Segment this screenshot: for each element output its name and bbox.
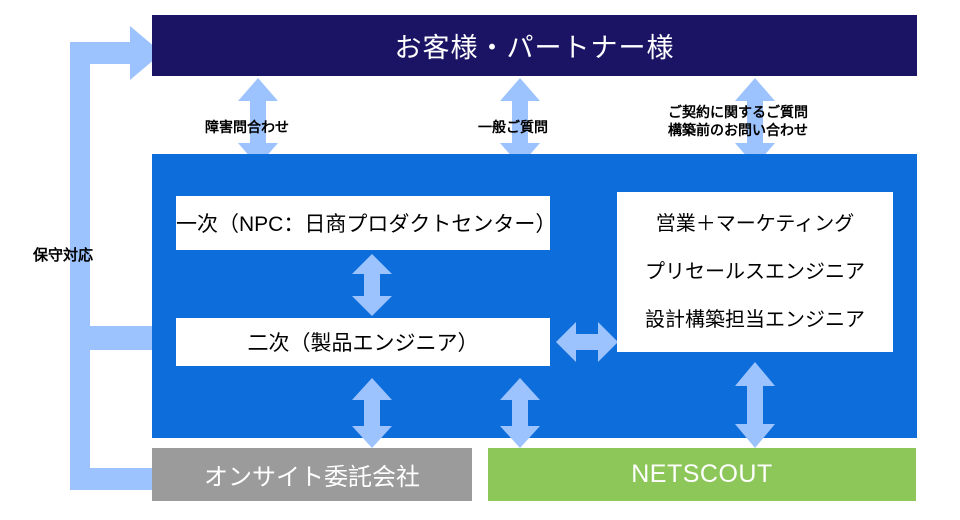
sales-engineering-box: 営業＋マーケティング プリセールスエンジニア 設計構築担当エンジニア: [617, 192, 893, 352]
sales-engineering-line-2: プリセールスエンジニア: [645, 261, 865, 283]
primary-tier-label: 一次（NPC：日商プロダクトセンター）: [176, 213, 557, 236]
sales-engineering-line-3: 設計構築担当エンジニア: [645, 309, 865, 331]
secondary-tier-box: 二次（製品エンジニア）: [176, 318, 550, 366]
netscout-vendor-box: NETSCOUT: [488, 448, 916, 501]
secondary-sales-arrow: [556, 315, 618, 369]
contract-question-label-line1: ご契約に関するご質問: [668, 104, 808, 120]
customer-partner-banner: お客様・パートナー様: [152, 15, 917, 76]
contract-question-arrow: [733, 78, 777, 166]
secondary-onsite-arrow: [350, 378, 394, 448]
maintenance-loop-arrow: [58, 20, 198, 490]
general-question-label: 一般ご質問: [478, 119, 548, 135]
onsite-partner-label: オンサイト委託会社: [204, 464, 420, 491]
fault-inquiry-label: 障害問合わせ: [205, 119, 289, 135]
contract-question-label: ご契約に関するご質問 構築前のお問い合わせ: [668, 104, 808, 139]
secondary-tier-label: 二次（製品エンジニア）: [247, 332, 479, 355]
primary-secondary-arrow: [350, 254, 394, 316]
contract-question-label-line2: 構築前のお問い合わせ: [668, 121, 808, 138]
fault-inquiry-arrow: [236, 78, 280, 166]
secondary-netscout-arrow: [498, 378, 542, 448]
customer-partner-banner-label: お客様・パートナー様: [394, 33, 675, 63]
primary-tier-box: 一次（NPC：日商プロダクトセンター）: [176, 196, 557, 250]
general-question-arrow: [498, 78, 542, 166]
maintenance-label: 保守対応: [33, 247, 94, 264]
netscout-vendor-label: NETSCOUT: [631, 460, 773, 488]
onsite-partner-box: オンサイト委託会社: [152, 448, 472, 501]
sales-engineering-line-1: 営業＋マーケティング: [655, 213, 855, 235]
sales-netscout-arrow: [733, 362, 777, 448]
